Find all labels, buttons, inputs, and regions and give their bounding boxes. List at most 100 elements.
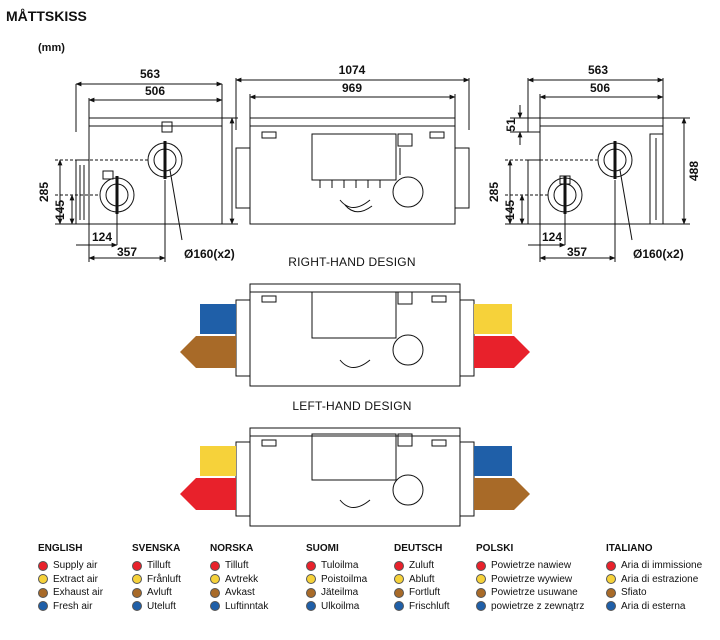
left-hand-fresh-air-block	[474, 446, 512, 476]
legend-item-label: Avluft	[147, 587, 172, 599]
legend-language: NORSKA	[210, 543, 254, 554]
legend-item-label: Aria di immissione	[621, 560, 703, 572]
legend-item: Zuluft	[394, 559, 450, 573]
front-view	[235, 77, 470, 225]
legend-item-label: Avkast	[225, 587, 255, 599]
legend-column-svenska: SVENSKA Tilluft Frånluft Avluft Uteluft	[132, 543, 181, 613]
legend-item: Avluft	[132, 586, 181, 600]
legend-item: Sfiato	[606, 586, 702, 600]
legend-item-label: Powietrze nawiew	[491, 560, 572, 572]
supply-dot-icon	[132, 560, 142, 571]
right-side-view	[505, 77, 690, 262]
legend-item-label: Frischluft	[409, 600, 450, 612]
legend-column-deutsch: DEUTSCH Zuluft Abluft Fortluft Frischluf…	[394, 543, 450, 613]
air-legend: ENGLISH Supply air Extract air Exhaust a…	[0, 543, 720, 640]
legend-item-label: Abluft	[409, 573, 435, 585]
extract-dot-icon	[306, 574, 316, 585]
fresh-dot-icon	[394, 601, 404, 612]
extract-dot-icon	[210, 574, 220, 585]
dimension-drawing: 563 506 488 285 145 124 357 Ø160(x2) 107…	[37, 63, 701, 527]
legend-item: Powietrze nawiew	[476, 559, 584, 573]
fresh-dot-icon	[132, 601, 142, 612]
extract-dot-icon	[38, 574, 48, 585]
left-hand-supply-air-arrow	[180, 478, 236, 510]
dim-357-left: 357	[117, 245, 137, 259]
supply-dot-icon	[210, 560, 220, 571]
legend-language: SVENSKA	[132, 543, 181, 554]
right-hand-design-title: RIGHT-HAND DESIGN	[288, 255, 415, 269]
dim-diameter-left: Ø160(x2)	[184, 247, 235, 261]
supply-dot-icon	[394, 560, 404, 571]
supply-dot-icon	[306, 560, 316, 571]
legend-item-label: Avtrekk	[225, 573, 259, 585]
legend-item-label: Extract air	[53, 573, 99, 585]
extract-dot-icon	[132, 574, 142, 585]
exhaust-dot-icon	[210, 587, 220, 598]
right-hand-exhaust-air-arrow	[180, 336, 236, 368]
legend-item: Luftinntak	[210, 600, 268, 614]
fresh-dot-icon	[476, 601, 486, 612]
right-hand-fresh-air-block	[200, 304, 236, 334]
fresh-dot-icon	[606, 601, 616, 612]
dim-124-right: 124	[542, 230, 562, 244]
left-hand-design-unit	[235, 427, 475, 527]
exhaust-dot-icon	[606, 587, 616, 598]
legend-item: Poistoilma	[306, 573, 367, 587]
legend-item-label: Aria di estrazione	[621, 573, 699, 585]
legend-language: SUOMI	[306, 543, 339, 554]
legend-item-label: Fresh air	[53, 600, 93, 612]
fresh-dot-icon	[38, 601, 48, 612]
legend-item-label: Powietrze wywiew	[491, 573, 573, 585]
legend-item: Aria di immissione	[606, 559, 702, 573]
dim-357-right: 357	[567, 245, 587, 259]
supply-dot-icon	[38, 560, 48, 571]
exhaust-dot-icon	[38, 587, 48, 598]
fresh-dot-icon	[306, 601, 316, 612]
page-title: MÅTTSKISS	[6, 8, 87, 24]
legend-item-label: Exhaust air	[53, 587, 104, 599]
legend-language: DEUTSCH	[394, 543, 443, 554]
dim-285-left: 285	[37, 182, 51, 202]
legend-item-label: Tilluft	[147, 560, 171, 572]
legend-item: Tilluft	[210, 559, 268, 573]
legend-item: Avkast	[210, 586, 268, 600]
legend-item: Avtrekk	[210, 573, 268, 587]
legend-item: Tilluft	[132, 559, 181, 573]
left-hand-extract-air-block	[200, 446, 236, 476]
legend-item: Ulkoilma	[306, 600, 367, 614]
dim-563-right: 563	[588, 63, 608, 77]
extract-dot-icon	[606, 574, 616, 585]
legend-item-label: Poistoilma	[321, 573, 368, 585]
exhaust-dot-icon	[306, 587, 316, 598]
legend-language: ENGLISH	[38, 543, 83, 554]
dim-285-right: 285	[487, 182, 501, 202]
dim-506-left: 506	[145, 84, 165, 98]
dim-51: 51	[504, 118, 518, 132]
dim-diameter-right: Ø160(x2)	[633, 247, 684, 261]
legend-item: powietrze z zewnątrz	[476, 600, 584, 614]
exhaust-dot-icon	[476, 587, 486, 598]
legend-item-label: Uteluft	[147, 600, 176, 612]
legend-column-norska: NORSKA Tilluft Avtrekk Avkast Luftinntak	[210, 543, 268, 613]
legend-language: ITALIANO	[606, 543, 653, 554]
legend-item-label: Aria di esterna	[621, 600, 686, 612]
legend-column-suomi: SUOMI Tuloilma Poistoilma Jäteilma Ulkoi…	[306, 543, 367, 613]
legend-item: Aria di esterna	[606, 600, 702, 614]
legend-column-polski: POLSKI Powietrze nawiew Powietrze wywiew…	[476, 543, 584, 613]
right-hand-extract-air-block	[474, 304, 512, 334]
legend-item-label: Luftinntak	[225, 600, 269, 612]
unit-label: (mm)	[38, 42, 65, 54]
legend-column-italiano: ITALIANO Aria di immissione Aria di estr…	[606, 543, 702, 613]
right-hand-design-unit	[235, 283, 475, 387]
dim-969: 969	[342, 81, 362, 95]
legend-item: Uteluft	[132, 600, 181, 614]
dim-124-left: 124	[92, 230, 112, 244]
legend-item: Supply air	[38, 559, 103, 573]
dim-145-right: 145	[503, 200, 517, 220]
legend-item: Powietrze wywiew	[476, 573, 584, 587]
exhaust-dot-icon	[132, 587, 142, 598]
legend-item-label: Frånluft	[147, 573, 181, 585]
legend-language: POLSKI	[476, 543, 514, 554]
extract-dot-icon	[394, 574, 404, 585]
left-side-view	[55, 81, 238, 262]
